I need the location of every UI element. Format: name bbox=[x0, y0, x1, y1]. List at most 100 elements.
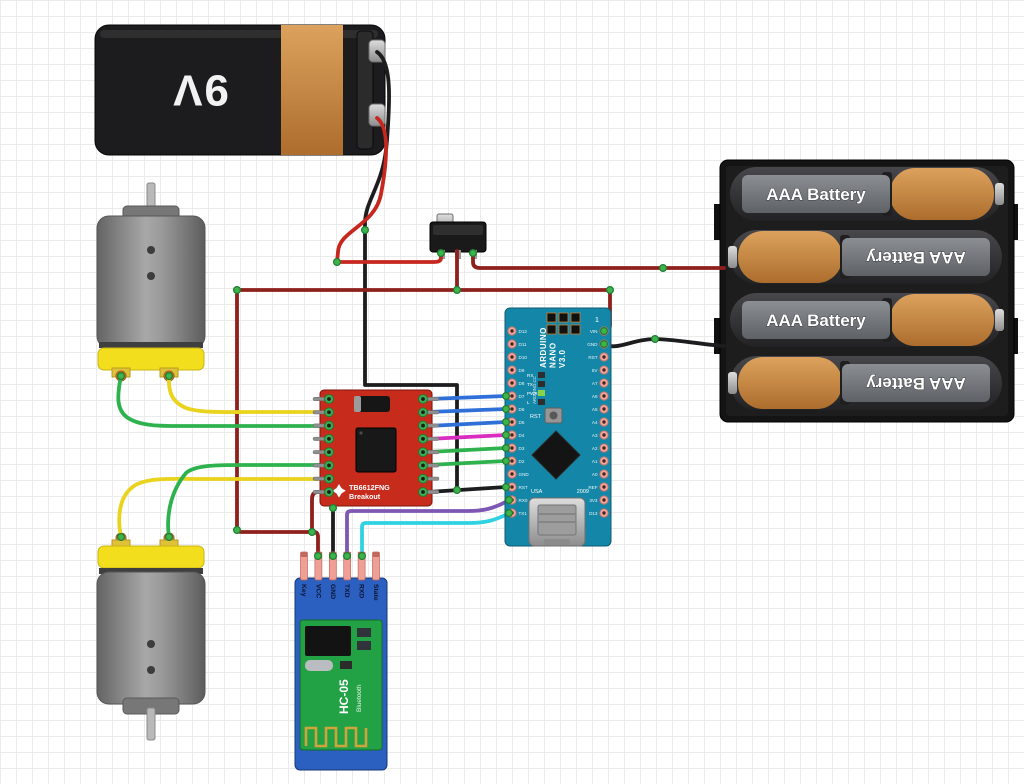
holder-box-inner bbox=[726, 166, 1008, 416]
nano-pin-hole bbox=[602, 381, 606, 385]
nano-led-label-pwr: PWR bbox=[527, 391, 538, 396]
nano-led-rx bbox=[538, 372, 545, 378]
wire-junction[interactable] bbox=[453, 286, 462, 295]
driver-pin-hole bbox=[421, 490, 425, 494]
driver-pin-stub bbox=[426, 397, 440, 401]
hc05-sublabel-group: Bluetooth bbox=[356, 684, 363, 712]
wire-driver-in4[interactable] bbox=[426, 433, 508, 441]
wire-driver-in6[interactable] bbox=[426, 459, 508, 467]
wire-aaa-negative[interactable] bbox=[602, 337, 726, 349]
dc-motor-top[interactable] bbox=[96, 182, 206, 382]
driver-pin-stub bbox=[426, 410, 440, 415]
wire-junction[interactable] bbox=[116, 532, 125, 541]
wire-junction[interactable] bbox=[605, 286, 614, 295]
hc05-component bbox=[340, 661, 352, 669]
wire-ground-bus[interactable] bbox=[426, 485, 508, 494]
wire-junction[interactable] bbox=[502, 444, 511, 453]
driver-pin-hole bbox=[421, 476, 425, 481]
nano-pin-hole bbox=[602, 420, 606, 424]
slide-switch[interactable] bbox=[429, 213, 487, 259]
aaa-cell-tip bbox=[728, 246, 737, 268]
wire-junction[interactable] bbox=[233, 525, 242, 534]
wire-aaa-positive[interactable] bbox=[471, 249, 726, 270]
nano-pin-label: D5 bbox=[519, 420, 525, 425]
nano-pin-label: D4 bbox=[519, 433, 525, 438]
wire-junction[interactable] bbox=[233, 286, 242, 295]
hc05-pin-label: GND bbox=[329, 584, 336, 599]
sparkfun-logo-icon bbox=[332, 484, 346, 498]
wire-junction[interactable] bbox=[502, 457, 511, 466]
wire-junction[interactable] bbox=[453, 486, 462, 495]
nano-pin-label: TX1 bbox=[519, 511, 528, 516]
wire-junction[interactable] bbox=[505, 509, 514, 518]
wire-junction[interactable] bbox=[599, 327, 608, 336]
wire-junction[interactable] bbox=[599, 340, 608, 349]
wire-junction[interactable] bbox=[469, 249, 478, 258]
nano-reset-button-cap[interactable] bbox=[549, 411, 558, 420]
wire-junction[interactable] bbox=[329, 504, 338, 513]
wire-junction[interactable] bbox=[308, 527, 317, 536]
nano-pin-label: D7 bbox=[519, 394, 525, 399]
wire-motor-top-a[interactable] bbox=[116, 374, 326, 428]
wire-bluetooth-tx[interactable] bbox=[345, 498, 511, 556]
hc05-label-group: HC-05 bbox=[337, 679, 351, 714]
wire-junction[interactable] bbox=[333, 258, 342, 267]
battery-9v-band bbox=[281, 25, 343, 155]
wire-junction[interactable] bbox=[502, 431, 511, 440]
driver-capacitor-band bbox=[354, 396, 361, 412]
wire-junction[interactable] bbox=[502, 405, 511, 414]
nano-pin-hole bbox=[510, 342, 514, 346]
wire-motor-top-b[interactable] bbox=[166, 374, 326, 414]
wire-junction[interactable] bbox=[343, 551, 352, 560]
driver-capacitor bbox=[354, 396, 390, 412]
wire-junction[interactable] bbox=[502, 392, 511, 401]
nano-pin-label: D13 bbox=[589, 511, 598, 516]
wire-junction[interactable] bbox=[650, 335, 659, 344]
nano-pin-hole bbox=[510, 381, 514, 385]
nano-title: ARDUINO NANO V3.0 bbox=[539, 327, 567, 368]
wire-junction[interactable] bbox=[165, 372, 174, 381]
driver-pin-hole bbox=[327, 436, 331, 441]
wire-junction[interactable] bbox=[361, 226, 370, 235]
hc05-crystal bbox=[305, 660, 333, 671]
dc-motor-bottom[interactable] bbox=[96, 532, 206, 741]
hc05-pin-tip bbox=[300, 552, 308, 557]
nano-pin-label: A6 bbox=[592, 394, 598, 399]
nano-pin-hole bbox=[510, 420, 514, 424]
nano-pin-label: 3V3 bbox=[589, 498, 598, 503]
hc05-component bbox=[357, 628, 371, 637]
battery-9v-label: 9V bbox=[171, 66, 229, 115]
wire-motor-bottom-a[interactable] bbox=[117, 476, 326, 539]
wire-bluetooth-rx[interactable] bbox=[360, 511, 511, 556]
nano-pin-hole bbox=[510, 485, 514, 489]
wire-driver-in3[interactable] bbox=[426, 420, 508, 428]
wire-junction[interactable] bbox=[502, 483, 511, 492]
hc05-sublabel: Bluetooth bbox=[356, 684, 363, 712]
wire-driver-in1[interactable] bbox=[426, 394, 508, 401]
nano-pin-hole bbox=[510, 459, 514, 463]
motor-rivet bbox=[147, 246, 155, 254]
arduino-nano[interactable]: 1 ARDUINO NANO V3.0 ARDUINO.CC RX TX PWR… bbox=[504, 307, 612, 547]
wire-junction[interactable] bbox=[329, 551, 338, 560]
nano-pin-label: A1 bbox=[592, 459, 598, 464]
wire-9v-positive[interactable] bbox=[335, 116, 443, 264]
battery-holder-aaa[interactable]: AAA Battery AAA Battery AAA Battery bbox=[714, 159, 1018, 423]
wire-junction[interactable] bbox=[437, 249, 446, 258]
wire-junction[interactable] bbox=[505, 496, 514, 505]
battery-9v[interactable]: 9V bbox=[94, 24, 386, 156]
wire-motor-bottom-b[interactable] bbox=[166, 463, 326, 539]
wire-junction[interactable] bbox=[502, 418, 511, 427]
wire-junction[interactable] bbox=[358, 551, 367, 560]
wire-driver-in5[interactable] bbox=[426, 446, 508, 454]
wire-driver-in2[interactable] bbox=[426, 407, 508, 414]
wire-junction[interactable] bbox=[116, 372, 125, 381]
nano-usb-ridge bbox=[538, 513, 576, 515]
nano-pin-label: VIN bbox=[590, 329, 598, 334]
wire-junction[interactable] bbox=[314, 551, 323, 560]
wire-junction[interactable] bbox=[658, 264, 667, 273]
nano-pin-label: REF bbox=[588, 485, 597, 490]
wire-junction[interactable] bbox=[165, 532, 174, 541]
motor-driver-tb6612[interactable]: TB6612FNG Breakout bbox=[319, 389, 433, 507]
